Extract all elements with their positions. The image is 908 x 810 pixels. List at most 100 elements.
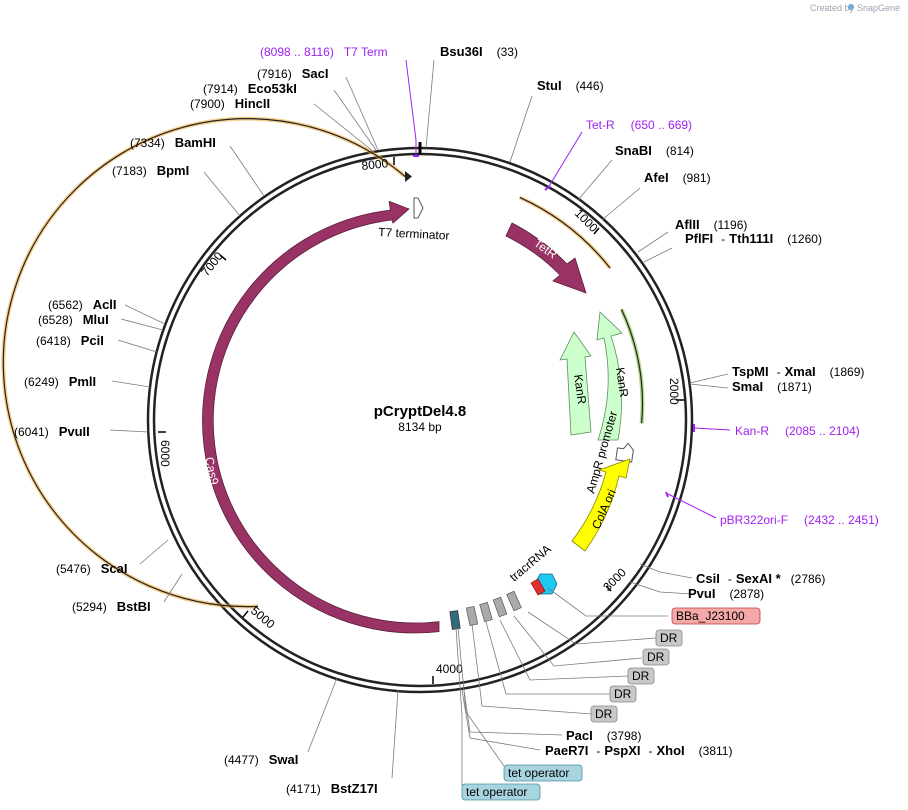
dr2-leader (513, 615, 643, 667)
site-mlui[interactable]: (6528)MluI (38, 312, 109, 327)
paer7i-leader (461, 689, 541, 751)
site-paer7i[interactable]: PaeR7I-PspXI-XhoI(3811) (545, 743, 732, 758)
bba-box[interactable] (671, 607, 761, 625)
primer-kanr[interactable]: Kan-R(2085 .. 2104) (735, 424, 860, 438)
site-saci[interactable]: (7916)SacI (257, 66, 328, 81)
dr-repeat-2[interactable] (492, 596, 508, 618)
dr-box-2[interactable] (642, 648, 670, 666)
bba-label: BBa_J23100 (676, 609, 745, 623)
site-snabi[interactable]: SnaBI(814) (615, 143, 694, 158)
site-aflii[interactable]: AflII(1196) (675, 217, 747, 232)
site-scai[interactable]: (5476)ScaI (56, 561, 127, 576)
t7-terminator-feature[interactable] (413, 197, 424, 219)
site-bstbi[interactable]: (5294)BstBI (72, 599, 151, 614)
pbr322-primer-leader (667, 493, 717, 519)
tetop2-leader (455, 627, 463, 786)
aflii-leader (637, 231, 669, 253)
dr3-leader (499, 619, 629, 681)
site-pmli[interactable]: (6249)PmlI (24, 374, 96, 389)
cola-ori-feature[interactable] (571, 458, 631, 552)
site-bamhi[interactable]: (7334)BamHI (130, 135, 216, 150)
kanr-outer-feature[interactable] (596, 311, 623, 441)
acli-leader (124, 304, 166, 325)
tick-5000-mark (242, 610, 249, 618)
dr-label-1: DR (660, 631, 678, 645)
primer-pbr322[interactable]: pBR322ori-F(2432 .. 2451) (720, 513, 879, 527)
dr-box-1[interactable] (655, 629, 683, 647)
tet-operator-box-1[interactable] (503, 764, 583, 782)
pbr322-primer-mark (665, 491, 669, 498)
tetr-primer-leader (547, 131, 583, 189)
site-pvui[interactable]: PvuI(2878) (688, 586, 764, 601)
bstbi-leader (163, 573, 183, 603)
site-bpmi[interactable]: (7183)BpmI (112, 163, 189, 178)
tick-6000: 6000 (158, 440, 172, 467)
cas9-orf-arc (1, 116, 407, 609)
hincii-leader (313, 103, 375, 153)
smai-leader (689, 383, 729, 389)
cas9-orf-arrowhead (405, 171, 412, 182)
pflfi-leader (643, 247, 673, 263)
dr-box-4[interactable] (609, 685, 637, 703)
tet-operator-feature[interactable] (449, 610, 461, 630)
bba-leader (547, 587, 668, 617)
tick-8000: 8000 (361, 156, 389, 173)
tetr-feature[interactable] (505, 222, 587, 294)
tetr-orf-line (519, 196, 611, 269)
tspmi-leader (689, 373, 729, 384)
afei-leader (601, 187, 641, 221)
ampr-promoter-feature[interactable] (615, 442, 634, 463)
bba-j23100-feature[interactable] (530, 578, 546, 596)
cas9-label: Cas9 (202, 456, 222, 487)
primer-tetr[interactable]: Tet-R(650 .. 669) (586, 118, 692, 132)
scai-leader (139, 539, 169, 565)
tick-7000-mark (219, 254, 227, 261)
bamhi-leader (229, 145, 265, 197)
bsu36i-leader (425, 59, 435, 149)
dr-box-3[interactable] (627, 667, 655, 685)
kanr-inner-label: KanR (571, 373, 589, 405)
site-smai[interactable]: SmaI(1871) (732, 379, 812, 394)
cas9-feature[interactable] (202, 200, 440, 634)
dr-label-4: DR (614, 687, 632, 701)
site-tspmi[interactable]: TspMI-XmaI(1869) (732, 364, 864, 379)
dr-repeat-1[interactable] (506, 590, 522, 612)
tetr-primer-mark (544, 185, 551, 191)
bstz17i-leader (391, 689, 399, 779)
site-bstz17i[interactable]: (4171)BstZ17I (286, 781, 378, 796)
primer-t7term[interactable]: (8098 .. 8116)T7 Term (260, 45, 388, 59)
pvuii-leader (109, 429, 149, 433)
tick-4000: 4000 (436, 662, 463, 676)
site-hincii[interactable]: (7900)HincII (190, 96, 270, 111)
stui-leader (509, 95, 533, 163)
dr-repeat-3[interactable] (479, 601, 493, 623)
site-pflfi[interactable]: PflFI-Tth111I(1260) (685, 231, 822, 246)
site-paci[interactable]: PacI(3798) (566, 728, 641, 743)
site-afei[interactable]: AfeI(981) (644, 170, 711, 185)
kanr-orf-line (620, 309, 644, 424)
kanr-inner-feature[interactable] (559, 331, 592, 436)
pcii-leader (117, 339, 158, 353)
site-pvuii[interactable]: (6041)PvuII (14, 424, 90, 439)
dr1-leader (527, 611, 657, 645)
site-csii[interactable]: CsiI-SexAI *(2786) (696, 571, 825, 586)
t7-terminator-label: T7 terminator (378, 225, 450, 243)
site-swai[interactable]: (4477)SwaI (224, 752, 298, 767)
dr-box-5[interactable] (590, 705, 618, 723)
dr-label-3: DR (632, 669, 650, 683)
site-bsu36i[interactable]: Bsu36I(33) (440, 44, 518, 59)
tet-operator-box-2[interactable] (461, 783, 541, 801)
dr-label-5: DR (595, 707, 613, 721)
dr-repeat-4[interactable] (465, 605, 479, 627)
site-acli[interactable]: (6562)AclI (48, 297, 117, 312)
site-eco53ki[interactable]: (7914)Eco53kI (203, 81, 297, 96)
bpmi-leader (203, 171, 241, 217)
tick-1000-mark (593, 227, 600, 235)
dr4-leader (485, 621, 610, 695)
csii-leader (639, 563, 693, 579)
tet-operator-label-2: tet operator (466, 785, 527, 799)
site-pcii[interactable]: (6418)PciI (36, 333, 104, 348)
site-stui[interactable]: StuI(446) (537, 78, 604, 93)
credit-text: Created by (810, 3, 855, 13)
